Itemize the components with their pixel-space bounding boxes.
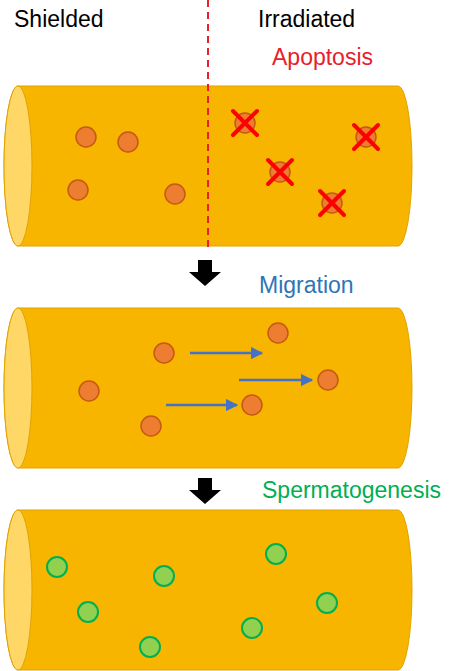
stem-cell xyxy=(165,184,185,204)
germ-cell xyxy=(78,602,98,622)
migration-arrow xyxy=(166,404,237,407)
stem-cell xyxy=(242,395,262,415)
stem-cell xyxy=(141,416,161,436)
step-label: Apoptosis xyxy=(272,44,373,70)
stem-cell xyxy=(76,127,96,147)
stem-cell xyxy=(79,381,99,401)
germ-cell xyxy=(266,544,286,564)
tubule-end xyxy=(4,86,32,246)
tubule-body xyxy=(4,308,412,468)
step-arrow xyxy=(189,478,221,504)
step-arrow xyxy=(189,260,221,286)
region-label: Irradiated xyxy=(258,6,355,32)
step-label: Migration xyxy=(259,272,354,298)
migration-arrow xyxy=(190,352,262,355)
stem-cell xyxy=(154,343,174,363)
migration-arrow xyxy=(239,379,312,382)
stem-cell xyxy=(68,180,88,200)
tubule-end xyxy=(4,308,32,468)
tubule-body xyxy=(4,510,412,670)
cross-mark xyxy=(354,125,378,149)
cross-mark xyxy=(268,160,292,184)
step-label: Spermatogenesis xyxy=(262,477,441,503)
cross-mark xyxy=(320,191,344,215)
germ-cell xyxy=(242,618,262,638)
stem-cell xyxy=(268,323,288,343)
germ-cell xyxy=(317,593,337,613)
tubule-end xyxy=(4,510,32,670)
cross-mark xyxy=(233,111,257,135)
germ-cell xyxy=(154,566,174,586)
stem-cell xyxy=(318,370,338,390)
stem-cell xyxy=(118,132,138,152)
germ-cell xyxy=(47,557,67,577)
dashed-boundary xyxy=(207,0,209,250)
region-label: Shielded xyxy=(14,6,104,32)
germ-cell xyxy=(140,637,160,657)
